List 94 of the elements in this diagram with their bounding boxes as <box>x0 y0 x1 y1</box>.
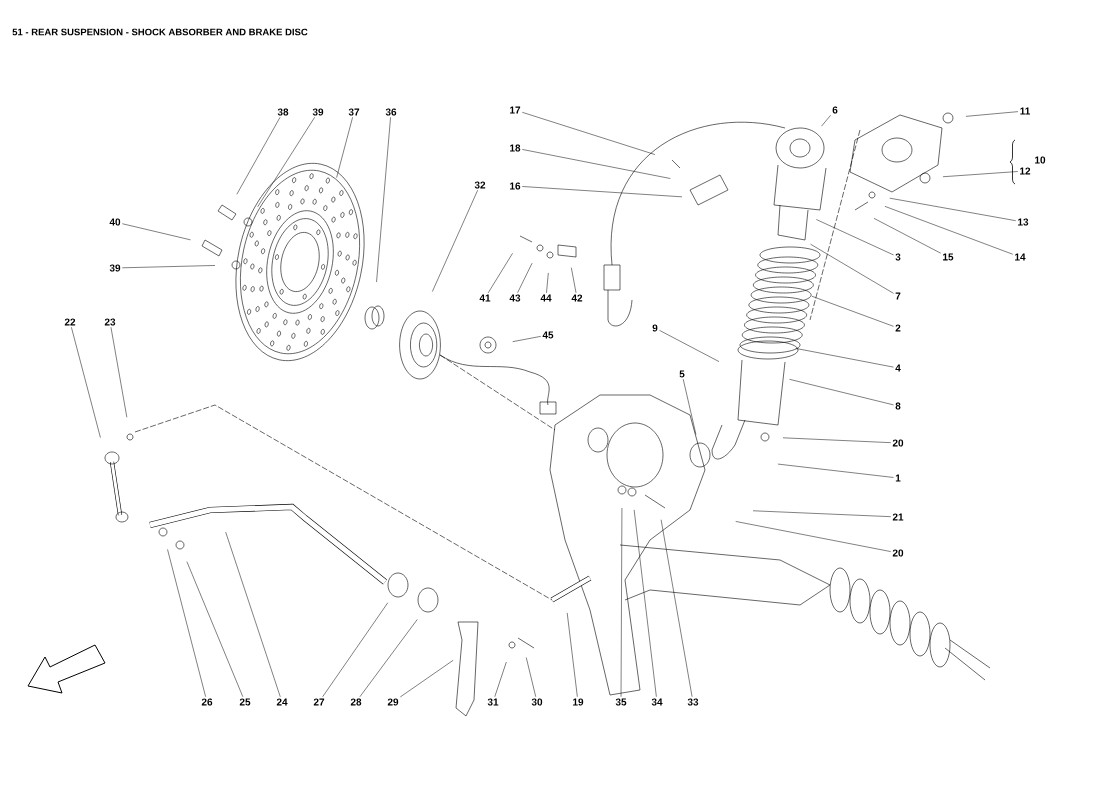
leader-line <box>633 509 657 697</box>
callout-number: 17 <box>510 106 521 114</box>
leader-line <box>400 660 454 698</box>
leader-line <box>225 531 281 698</box>
leader-line <box>517 262 533 293</box>
callout-number: 23 <box>104 318 116 326</box>
leader-line <box>236 117 281 195</box>
leader-line <box>659 330 720 362</box>
leader-line <box>752 510 891 517</box>
callout-number: 44 <box>540 294 552 302</box>
callout-number: 15 <box>943 253 954 261</box>
leader-line <box>71 326 101 438</box>
callout-number: 20 <box>892 439 904 447</box>
callout-number: 16 <box>510 182 521 190</box>
leader-line <box>122 223 191 241</box>
leader-line <box>432 190 478 292</box>
leader-line <box>167 549 206 697</box>
callout-number: 3 <box>895 253 901 261</box>
leader-line <box>336 117 353 178</box>
callout-number: 45 <box>542 331 554 339</box>
leader-line <box>816 219 894 256</box>
leader-line <box>942 171 1018 177</box>
callout-number: 32 <box>474 181 486 189</box>
leader-line <box>546 272 549 294</box>
leader-line <box>682 378 697 435</box>
leader-line <box>821 115 831 127</box>
callout-number: 11 <box>1020 107 1030 115</box>
leader-line <box>359 619 418 697</box>
leader-line <box>884 206 1013 255</box>
leader-line <box>735 521 891 552</box>
leader-line <box>186 561 244 697</box>
callout-number: 21 <box>892 513 904 521</box>
callout-number: 38 <box>277 108 289 116</box>
leader-line <box>522 186 683 198</box>
callout-number: 20 <box>892 549 904 557</box>
callout-number: 28 <box>350 698 362 706</box>
leader-line <box>522 149 671 179</box>
callout-number: 9 <box>652 324 658 332</box>
leader-line <box>487 253 513 294</box>
callout-number: 5 <box>679 370 685 378</box>
callout-number: 35 <box>615 698 627 706</box>
leader-line <box>257 117 315 208</box>
callout-number: 18 <box>510 144 521 152</box>
callout-number: 40 <box>109 218 121 226</box>
callout-number: 41 <box>479 294 491 302</box>
leader-line <box>122 265 216 269</box>
leader-line <box>889 197 1016 221</box>
leader-line <box>494 661 507 697</box>
callout-number: 39 <box>109 264 121 272</box>
leader-line <box>322 602 388 698</box>
callout-number: 26 <box>201 698 213 706</box>
callout-number: 8 <box>895 402 901 410</box>
callout-number: 29 <box>387 698 399 706</box>
callout-number: 27 <box>313 698 325 706</box>
callout-number: 24 <box>276 698 288 706</box>
callout-number: 33 <box>687 698 699 706</box>
callout-number: 22 <box>64 318 76 326</box>
callout-number: 30 <box>531 698 543 706</box>
leader-line <box>526 657 536 697</box>
callout-number: 10 <box>1035 156 1046 164</box>
leader-line <box>810 243 894 294</box>
leader-line <box>777 463 894 478</box>
callout-number: 43 <box>509 294 521 302</box>
leader-line <box>376 117 391 283</box>
leader-line <box>795 348 894 368</box>
callout-number: 1 <box>895 474 901 482</box>
callout-number: 36 <box>385 108 397 116</box>
callout-number: 25 <box>239 698 251 706</box>
leader-line <box>782 437 891 443</box>
callout-number: 31 <box>487 698 499 706</box>
callout-number: 6 <box>832 106 838 114</box>
leader-line <box>512 336 541 342</box>
callout-number: 14 <box>1015 253 1026 261</box>
title: 51 - REAR SUSPENSION - SHOCK ABSORBER AND BRAKE DISC <box>12 28 308 36</box>
callout-number: 39 <box>312 108 324 116</box>
leader-line <box>965 111 1019 117</box>
callout-number: 37 <box>348 108 360 116</box>
leader-line <box>571 267 577 294</box>
leader-line <box>789 379 894 406</box>
callout-number: 4 <box>895 364 901 372</box>
leader-line <box>873 218 941 254</box>
leader-line <box>566 612 578 697</box>
callout-number: 13 <box>1018 218 1029 226</box>
callout-number: 34 <box>651 698 663 706</box>
leader-line <box>110 327 128 418</box>
callout-number: 12 <box>1020 167 1031 175</box>
callout-number: 7 <box>895 292 901 300</box>
leader-line <box>620 507 623 697</box>
callout-number: 42 <box>571 294 583 302</box>
leader-line <box>522 112 656 155</box>
leader-line <box>660 519 693 697</box>
callout-number: 19 <box>573 698 584 706</box>
leader-line <box>811 296 894 327</box>
callout-number: 2 <box>895 324 901 332</box>
